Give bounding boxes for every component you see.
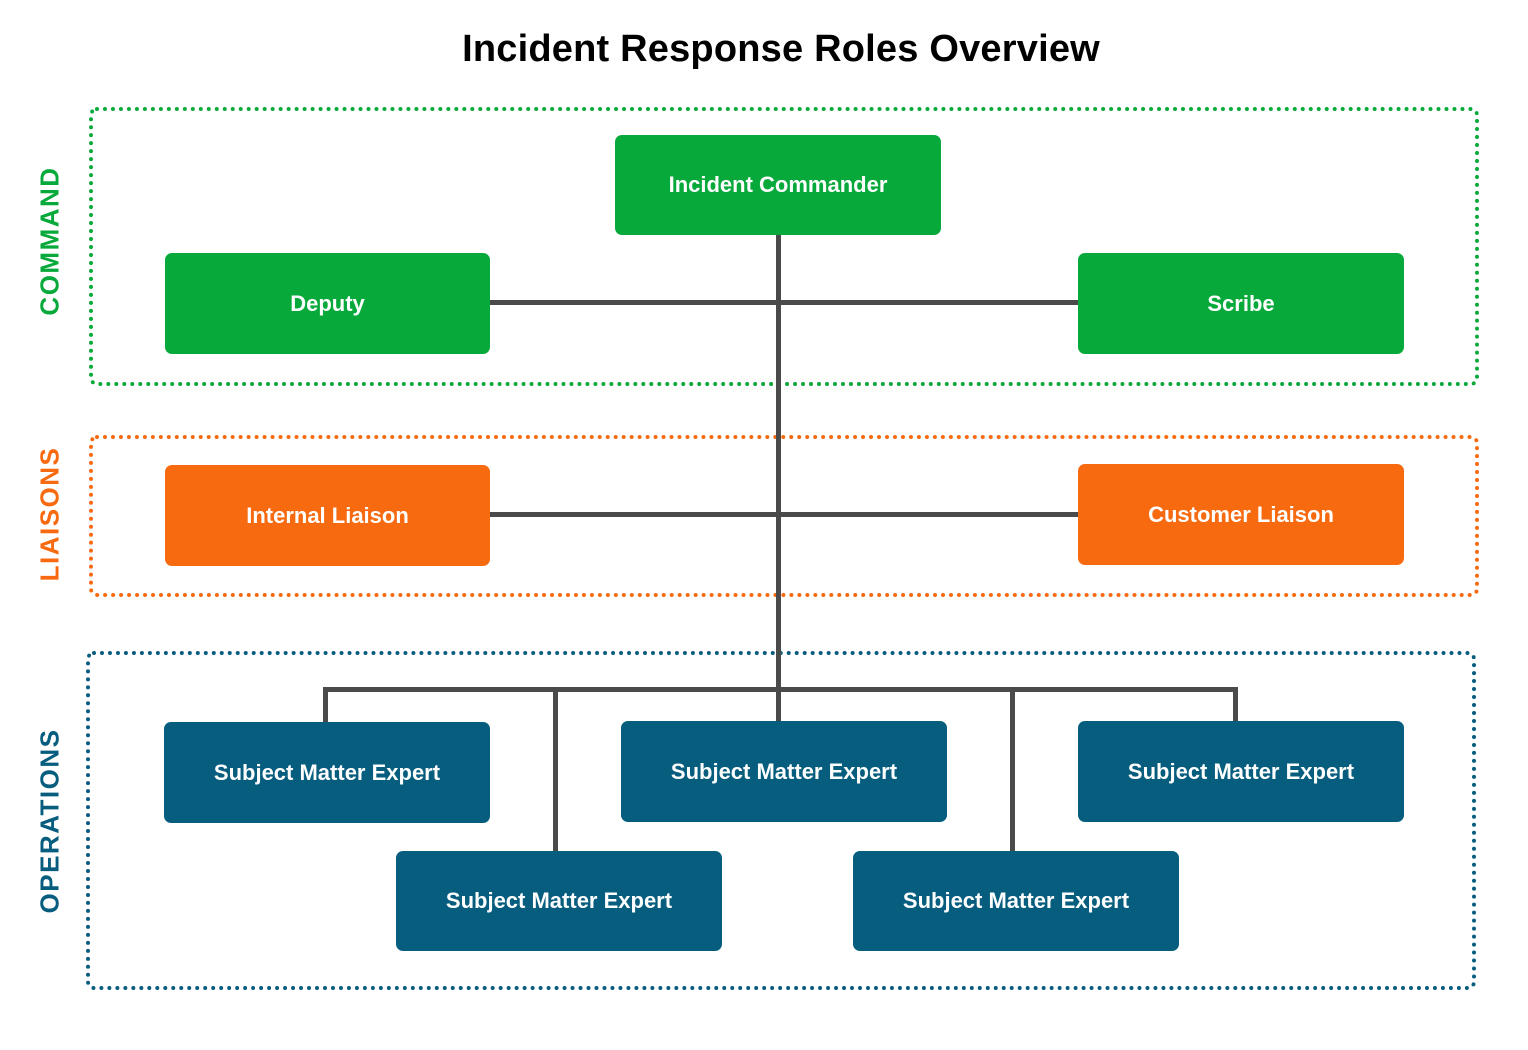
scribe-label: Scribe — [1207, 290, 1275, 316]
main-trunk-connector — [776, 233, 781, 692]
subject-matter-expert-label: Subject Matter Expert — [902, 888, 1130, 913]
subject-matter-expert-node: Subject Matter Expert — [164, 722, 490, 823]
subject-matter-expert-label: Subject Matter Expert — [670, 758, 898, 784]
liaisons-group-box — [89, 435, 1479, 597]
incident-commander-node: Incident Commander — [615, 135, 941, 235]
liaisons-group-label: LIAISONS — [34, 446, 65, 582]
sme-4-drop-connector — [1010, 687, 1015, 853]
subject-matter-expert-node: Subject Matter Expert — [1078, 721, 1404, 822]
scribe-node: Scribe — [1078, 253, 1404, 354]
deputy-label: Deputy — [290, 290, 365, 316]
subject-matter-expert-node: Subject Matter Expert — [621, 721, 947, 822]
subject-matter-expert-node: Subject Matter Expert — [396, 851, 722, 951]
sme-3-drop-connector — [776, 687, 781, 723]
command-group-label: COMMAND — [34, 166, 65, 316]
diagram-title: Incident Response Roles Overview — [462, 28, 1100, 70]
command-group-box — [89, 107, 1479, 386]
subject-matter-expert-node: Subject Matter Expert — [853, 851, 1179, 951]
liaisons-horizontal-connector — [489, 512, 1080, 517]
command-horizontal-connector — [489, 300, 1080, 305]
customer-liaison-label: Customer Liaison — [1148, 501, 1334, 527]
internal-liaison-label: Internal Liaison — [246, 502, 409, 528]
subject-matter-expert-label: Subject Matter Expert — [445, 888, 673, 913]
sme-2-drop-connector — [553, 687, 558, 853]
incident-commander-label: Incident Commander — [668, 172, 888, 197]
operations-group-box — [86, 651, 1476, 990]
sme-5-drop-connector — [1233, 687, 1238, 723]
subject-matter-expert-label: Subject Matter Expert — [1127, 758, 1355, 784]
operations-group-label: OPERATIONS — [34, 728, 65, 914]
subject-matter-expert-label: Subject Matter Expert — [213, 759, 441, 785]
internal-liaison-node: Internal Liaison — [165, 465, 490, 566]
customer-liaison-node: Customer Liaison — [1078, 464, 1404, 565]
sme-1-drop-connector — [323, 687, 328, 724]
deputy-node: Deputy — [165, 253, 490, 354]
